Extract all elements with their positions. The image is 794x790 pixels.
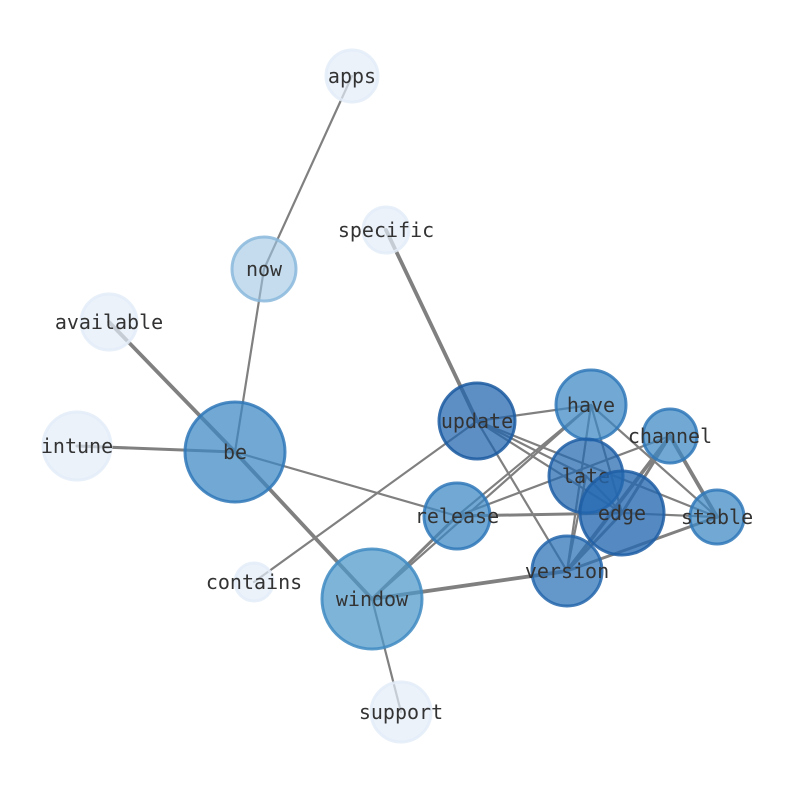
node-label-available: available (55, 310, 163, 334)
node-edge: edge (578, 469, 666, 557)
node-label-stable: stable (681, 505, 753, 529)
node-now: now (230, 235, 298, 303)
node-label-channel: channel (628, 424, 712, 448)
node-circle-release (422, 481, 492, 551)
node-channel: channel (628, 407, 712, 465)
node-circle-specific (361, 205, 411, 255)
node-label-specific: specific (338, 218, 434, 242)
node-apps: apps (324, 48, 380, 104)
node-label-now: now (246, 257, 283, 281)
edge-apps-now (262, 74, 354, 271)
node-contains: contains (206, 561, 302, 603)
node-circle-now (230, 235, 298, 303)
node-intune: intune (41, 410, 113, 482)
node-specific: specific (338, 205, 434, 255)
node-have: have (554, 368, 628, 442)
node-label-have: have (567, 393, 615, 417)
node-circle-edge (578, 469, 666, 557)
node-label-support: support (359, 700, 443, 724)
node-label-window: window (336, 587, 409, 611)
node-label-intune: intune (41, 434, 113, 458)
node-release: release (415, 481, 499, 551)
node-label-apps: apps (328, 64, 376, 88)
node-version: version (525, 534, 609, 608)
node-label-contains: contains (206, 570, 302, 594)
node-circle-update (437, 381, 517, 461)
edge-update-contains (252, 419, 479, 584)
node-window: window (320, 547, 424, 651)
node-support: support (359, 680, 443, 744)
nodes-layer: apps now specific available intune be update ha… (41, 48, 753, 744)
node-circle-available (79, 292, 139, 352)
node-label-be: be (223, 440, 247, 464)
node-circle-intune (41, 410, 113, 482)
node-circle-channel (641, 407, 699, 465)
node-circle-support (369, 680, 433, 744)
node-circle-stable (688, 488, 746, 546)
node-circle-contains (233, 561, 275, 603)
node-circle-window (320, 547, 424, 651)
node-label-update: update (441, 409, 513, 433)
node-update: update (437, 381, 517, 461)
node-label-release: release (415, 504, 499, 528)
node-circle-version (530, 534, 604, 608)
node-label-version: version (525, 559, 609, 583)
node-available: available (55, 292, 163, 352)
node-label-edge: edge (598, 501, 646, 525)
node-circle-apps (324, 48, 380, 104)
node-stable: stable (681, 488, 753, 546)
node-be: be (183, 400, 287, 504)
node-circle-be (183, 400, 287, 504)
